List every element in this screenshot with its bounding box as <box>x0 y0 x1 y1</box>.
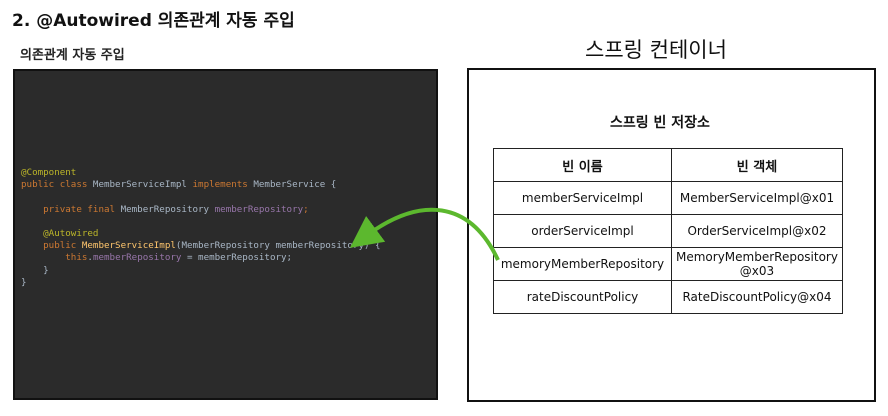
arrow-curve <box>349 207 500 261</box>
code-token: @Autowired <box>21 228 99 240</box>
table-row: rateDiscountPolicy RateDiscountPolicy@x0… <box>493 280 843 314</box>
code-token: public <box>21 240 82 252</box>
bean-object-header: 빈 객체 <box>671 148 843 182</box>
code-line: } <box>21 277 27 288</box>
code-line: private final MemberRepository memberRep… <box>21 204 309 215</box>
code-line: public class MemberServiceImpl implement… <box>21 179 336 190</box>
bean-name-header: 빈 이름 <box>493 148 672 182</box>
bean-name-cell: rateDiscountPolicy <box>493 280 672 314</box>
code-line: @Autowired <box>21 228 98 239</box>
bean-object-cell: MemberServiceImpl@x01 <box>671 181 843 215</box>
code-token: } <box>21 276 27 288</box>
code-token: } <box>21 264 49 276</box>
code-token: this <box>21 252 88 264</box>
code-token: ; <box>303 203 309 215</box>
table-row: memoryMemberRepository MemoryMemberRepos… <box>493 247 843 281</box>
bean-object-cell: MemoryMemberRepository @x03 <box>671 247 843 281</box>
code-token: MemberRepository <box>120 203 215 215</box>
code-token: implements <box>192 179 254 191</box>
code-line: this.memberRepository = memberRepository… <box>21 252 292 263</box>
code-token: memberRepository <box>214 203 304 215</box>
section-subtitle: 의존관계 자동 주입 <box>20 48 125 63</box>
code-token: memberRepository <box>92 252 182 264</box>
code-token: . <box>87 252 93 264</box>
table-row: orderServiceImpl OrderServiceImpl@x02 <box>493 214 843 248</box>
code-token: private final <box>21 203 121 215</box>
bean-table-header-row: 빈 이름 빈 객체 <box>493 148 843 182</box>
bean-store-title: 스프링 빈 저장소 <box>610 115 710 131</box>
code-token: public class <box>21 179 93 191</box>
bean-name-cell: memoryMemberRepository <box>493 247 672 281</box>
code-token: MemberServiceImpl <box>81 240 176 252</box>
code-token: = memberRepository; <box>181 252 293 264</box>
code-line: } <box>21 265 49 276</box>
code-line: @Component <box>21 167 76 178</box>
page-title: 2. @Autowired 의존관계 자동 주입 <box>12 11 295 31</box>
bean-table: 빈 이름 빈 객체 memberServiceImpl MemberServic… <box>493 148 843 314</box>
bean-name-cell: orderServiceImpl <box>493 214 672 248</box>
bean-object-cell: OrderServiceImpl@x02 <box>671 214 843 248</box>
code-token: MemberService { <box>253 179 337 191</box>
spring-container-title: 스프링 컨테이너 <box>585 38 727 62</box>
code-token: @Component <box>21 167 77 178</box>
bean-object-cell: RateDiscountPolicy@x04 <box>671 280 843 314</box>
code-token: MemberServiceImpl <box>92 179 193 191</box>
